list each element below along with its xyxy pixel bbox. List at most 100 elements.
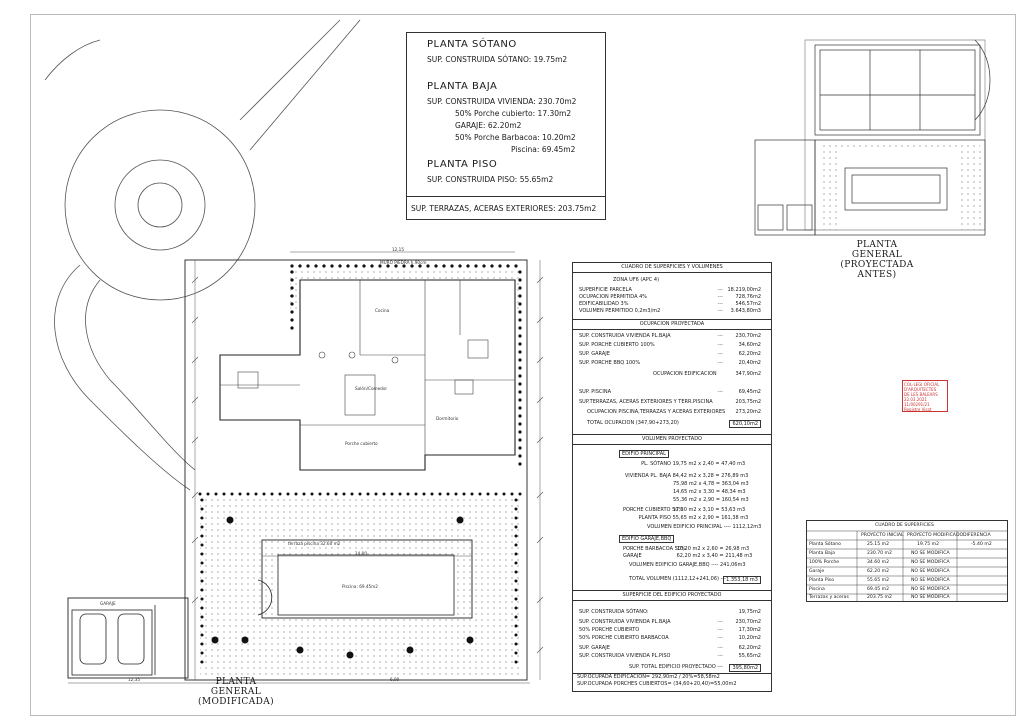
tree-icon bbox=[518, 286, 522, 290]
sup-label: SUP. CONSTRUIDA VIVIENDA PL.PISO bbox=[579, 653, 671, 659]
vol-value: 84,42 m2 x 3,28 = 276,89 m3 bbox=[672, 473, 749, 479]
tree-icon bbox=[458, 264, 462, 268]
tree-icon bbox=[514, 615, 518, 619]
dim-14-label: 14,00 bbox=[355, 551, 367, 556]
baja-line: Piscina: 69.45m2 bbox=[511, 145, 576, 154]
tree-icon bbox=[390, 492, 394, 496]
vol-label: PORCHE CUBIERTO 50% bbox=[623, 507, 684, 513]
tree-icon bbox=[486, 492, 490, 496]
tree-icon bbox=[206, 492, 210, 496]
vol-label: VIVIENDA PL. BAJA bbox=[624, 473, 671, 479]
tree-icon bbox=[414, 492, 418, 496]
row-modified: NO SE MODIFICA bbox=[911, 569, 950, 574]
tree-icon bbox=[370, 264, 374, 268]
sup-value: 230,70m2 bbox=[735, 619, 761, 625]
tree-icon bbox=[446, 492, 450, 496]
total-occ-value: 620,10m2 bbox=[729, 420, 761, 428]
row-initial: 69.45 m2 bbox=[867, 587, 890, 592]
dimension-tick bbox=[536, 491, 544, 499]
tree-icon bbox=[382, 492, 386, 496]
vol-value: 62,20 m2 x 3,40 = 211,48 m3 bbox=[676, 553, 753, 559]
tree-icon bbox=[518, 366, 522, 370]
tree-icon bbox=[290, 302, 294, 306]
tree-icon bbox=[358, 492, 362, 496]
tree-icon bbox=[514, 642, 518, 646]
tree-icon bbox=[498, 264, 502, 268]
tree-icon bbox=[462, 492, 466, 496]
occ-edif-label: OCUPACION EDIFICACION bbox=[653, 371, 717, 377]
tree-icon bbox=[514, 633, 518, 637]
volume-section: VOLUMEN PROYECTADO bbox=[573, 434, 771, 445]
col-header: PROYECTO MODIFICADO bbox=[907, 533, 964, 538]
row-label: Planta Piso bbox=[809, 578, 834, 583]
dimension-tick bbox=[536, 316, 544, 324]
stamp-line: 22.03.2021 11/00291/21 bbox=[904, 397, 930, 407]
dimension-tick bbox=[536, 436, 544, 444]
tree-icon bbox=[394, 264, 398, 268]
tree-icon bbox=[514, 525, 518, 529]
vol-value: 17,30 m2 x 3,10 = 53,63 m3 bbox=[672, 507, 746, 513]
tree-icon bbox=[296, 646, 304, 654]
sotano-title: PLANTA SÓTANO bbox=[427, 39, 517, 50]
tree-icon bbox=[514, 561, 518, 565]
tree-icon bbox=[470, 492, 474, 496]
param-value: 728,76m2 bbox=[735, 294, 761, 300]
tree-icon bbox=[514, 264, 518, 268]
tree-icon bbox=[200, 651, 204, 655]
tree-icon bbox=[514, 570, 518, 574]
row-label: Terrazas y aceras bbox=[809, 595, 849, 600]
plan-before-title-2: (PROYECTADA ANTES) bbox=[840, 260, 914, 280]
total-volume-value: 1.353,18 m3 bbox=[723, 576, 761, 584]
sup-value: 10,20m2 bbox=[738, 635, 761, 641]
tree-icon bbox=[290, 294, 294, 298]
tree-icon bbox=[198, 492, 202, 496]
dimension-tick bbox=[536, 596, 544, 604]
tree-icon bbox=[310, 492, 314, 496]
interior-walls bbox=[220, 280, 515, 455]
tree-icon bbox=[378, 264, 382, 268]
row-initial: 203.75 m2 bbox=[867, 595, 892, 600]
tree-icon bbox=[238, 492, 242, 496]
tree-icon bbox=[430, 492, 434, 496]
divider bbox=[407, 196, 605, 197]
tree-icon bbox=[214, 492, 218, 496]
row-modified: NO SE MODIFICA bbox=[911, 587, 950, 592]
tree-icon bbox=[338, 264, 342, 268]
tree-icon bbox=[514, 588, 518, 592]
tree-icon bbox=[474, 264, 478, 268]
tree-icon bbox=[330, 264, 334, 268]
vol-label: PL. SÓTANO bbox=[641, 461, 671, 467]
tree-icon bbox=[226, 516, 234, 524]
param-label: SUPERFICIE PARCELA bbox=[579, 287, 632, 293]
tree-icon bbox=[518, 398, 522, 402]
row-label: 100% Porche bbox=[809, 560, 840, 565]
row-initial: 230.70 m2 bbox=[867, 551, 892, 556]
occ-label: SUP. PORCHE BBQ 100% bbox=[579, 360, 641, 366]
occ2-label: SUP. PISCINA bbox=[579, 389, 612, 395]
plot-boundary bbox=[67, 259, 528, 681]
tree-icon bbox=[326, 492, 330, 496]
tree-icon bbox=[426, 264, 430, 268]
tree-icon bbox=[518, 462, 522, 466]
garage-building-label: EDIFIO GARAJE,BBQ bbox=[619, 535, 675, 543]
tree-icon bbox=[514, 552, 518, 556]
tree-icon bbox=[490, 264, 494, 268]
vol-garage-total: VOLUMEN EDIFICIO GARAJE,BBQ ---- 241,06m… bbox=[629, 562, 746, 568]
dimension-tick bbox=[191, 396, 199, 404]
dimension-ticks bbox=[191, 276, 544, 654]
tree-icon bbox=[410, 264, 414, 268]
row-label: Planta Baja bbox=[809, 551, 835, 556]
tree-icon bbox=[290, 264, 294, 268]
tree-icon bbox=[314, 264, 318, 268]
tree-icon bbox=[402, 264, 406, 268]
tree-icon bbox=[502, 492, 506, 496]
tree-icon bbox=[200, 615, 204, 619]
tree-icon bbox=[254, 492, 258, 496]
piso-line: SUP. CONSTRUIDA PISO: 55.65m2 bbox=[427, 175, 554, 184]
tree-icon bbox=[438, 492, 442, 496]
stamp-line: Registre Visat bbox=[904, 407, 932, 412]
tree-icon bbox=[478, 492, 482, 496]
tree-row bbox=[198, 264, 522, 664]
sup-label: SUP. GARAJE bbox=[579, 645, 610, 651]
vol-value: 10,20 m2 x 2,60 = 26,98 m3 bbox=[676, 546, 750, 552]
